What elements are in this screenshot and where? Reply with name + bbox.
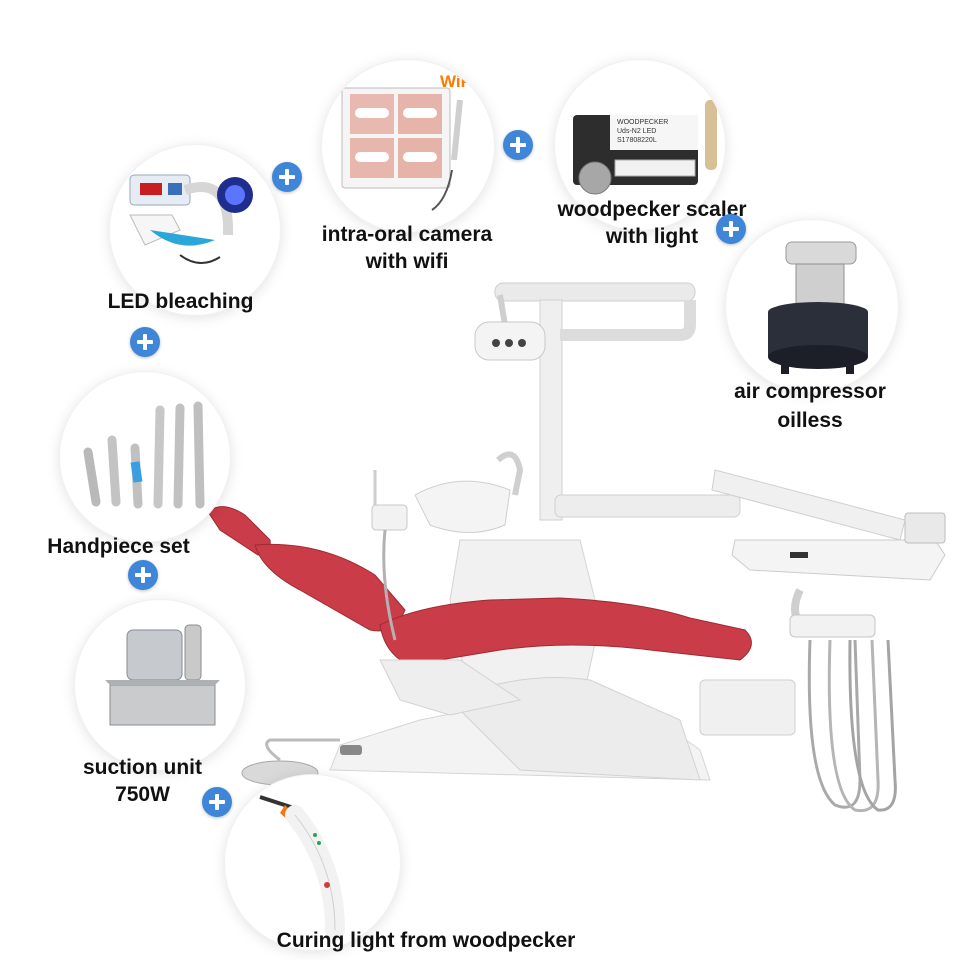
- wifi-badge: WiFi: [440, 72, 476, 91]
- plus-icon: [128, 560, 158, 590]
- curing-light-circle: [225, 775, 400, 950]
- scaler-brand-text: WOODPECKER: [617, 119, 669, 126]
- intra-oral-camera-circle: WiFi: [322, 60, 494, 232]
- handpiece-set-image: [83, 401, 205, 509]
- handpiece-set-circle: [60, 372, 230, 542]
- intra-oral-camera-image: [341, 87, 463, 211]
- plus-icon: [503, 130, 533, 160]
- suction-unit-circle: [75, 600, 245, 770]
- air-compressor-image: [768, 241, 868, 374]
- plus-icon: [272, 162, 302, 192]
- air-compressor-circle: [726, 220, 898, 392]
- scaler-model-text: Uds-N2 LED: [617, 128, 657, 135]
- handpiece-set-label: Handpiece set: [47, 535, 190, 558]
- led-bleaching-circle: [110, 145, 280, 315]
- led-bleaching-device-image: [129, 174, 253, 264]
- led-bleaching-label: LED bleaching: [107, 290, 254, 313]
- suction-unit-image: [105, 624, 220, 726]
- woodpecker-scaler-circle: WOODPECKER Uds-N2 LED S17808220L: [555, 60, 725, 230]
- air-compressor-label: air compressor oilless: [734, 380, 886, 432]
- curing-light-label: Curing light from woodpecker: [276, 929, 576, 952]
- woodpecker-scaler-image: [573, 100, 717, 195]
- plus-icon: [202, 787, 232, 817]
- curing-light-image: [259, 795, 345, 940]
- scaler-serial-text: S17808220L: [617, 137, 657, 144]
- suction-unit-label: suction unit 750W: [83, 756, 202, 806]
- plus-icon: [716, 214, 746, 244]
- plus-icon: [130, 327, 160, 357]
- intra-oral-camera-label: intra-oral camera with wifi: [321, 223, 493, 273]
